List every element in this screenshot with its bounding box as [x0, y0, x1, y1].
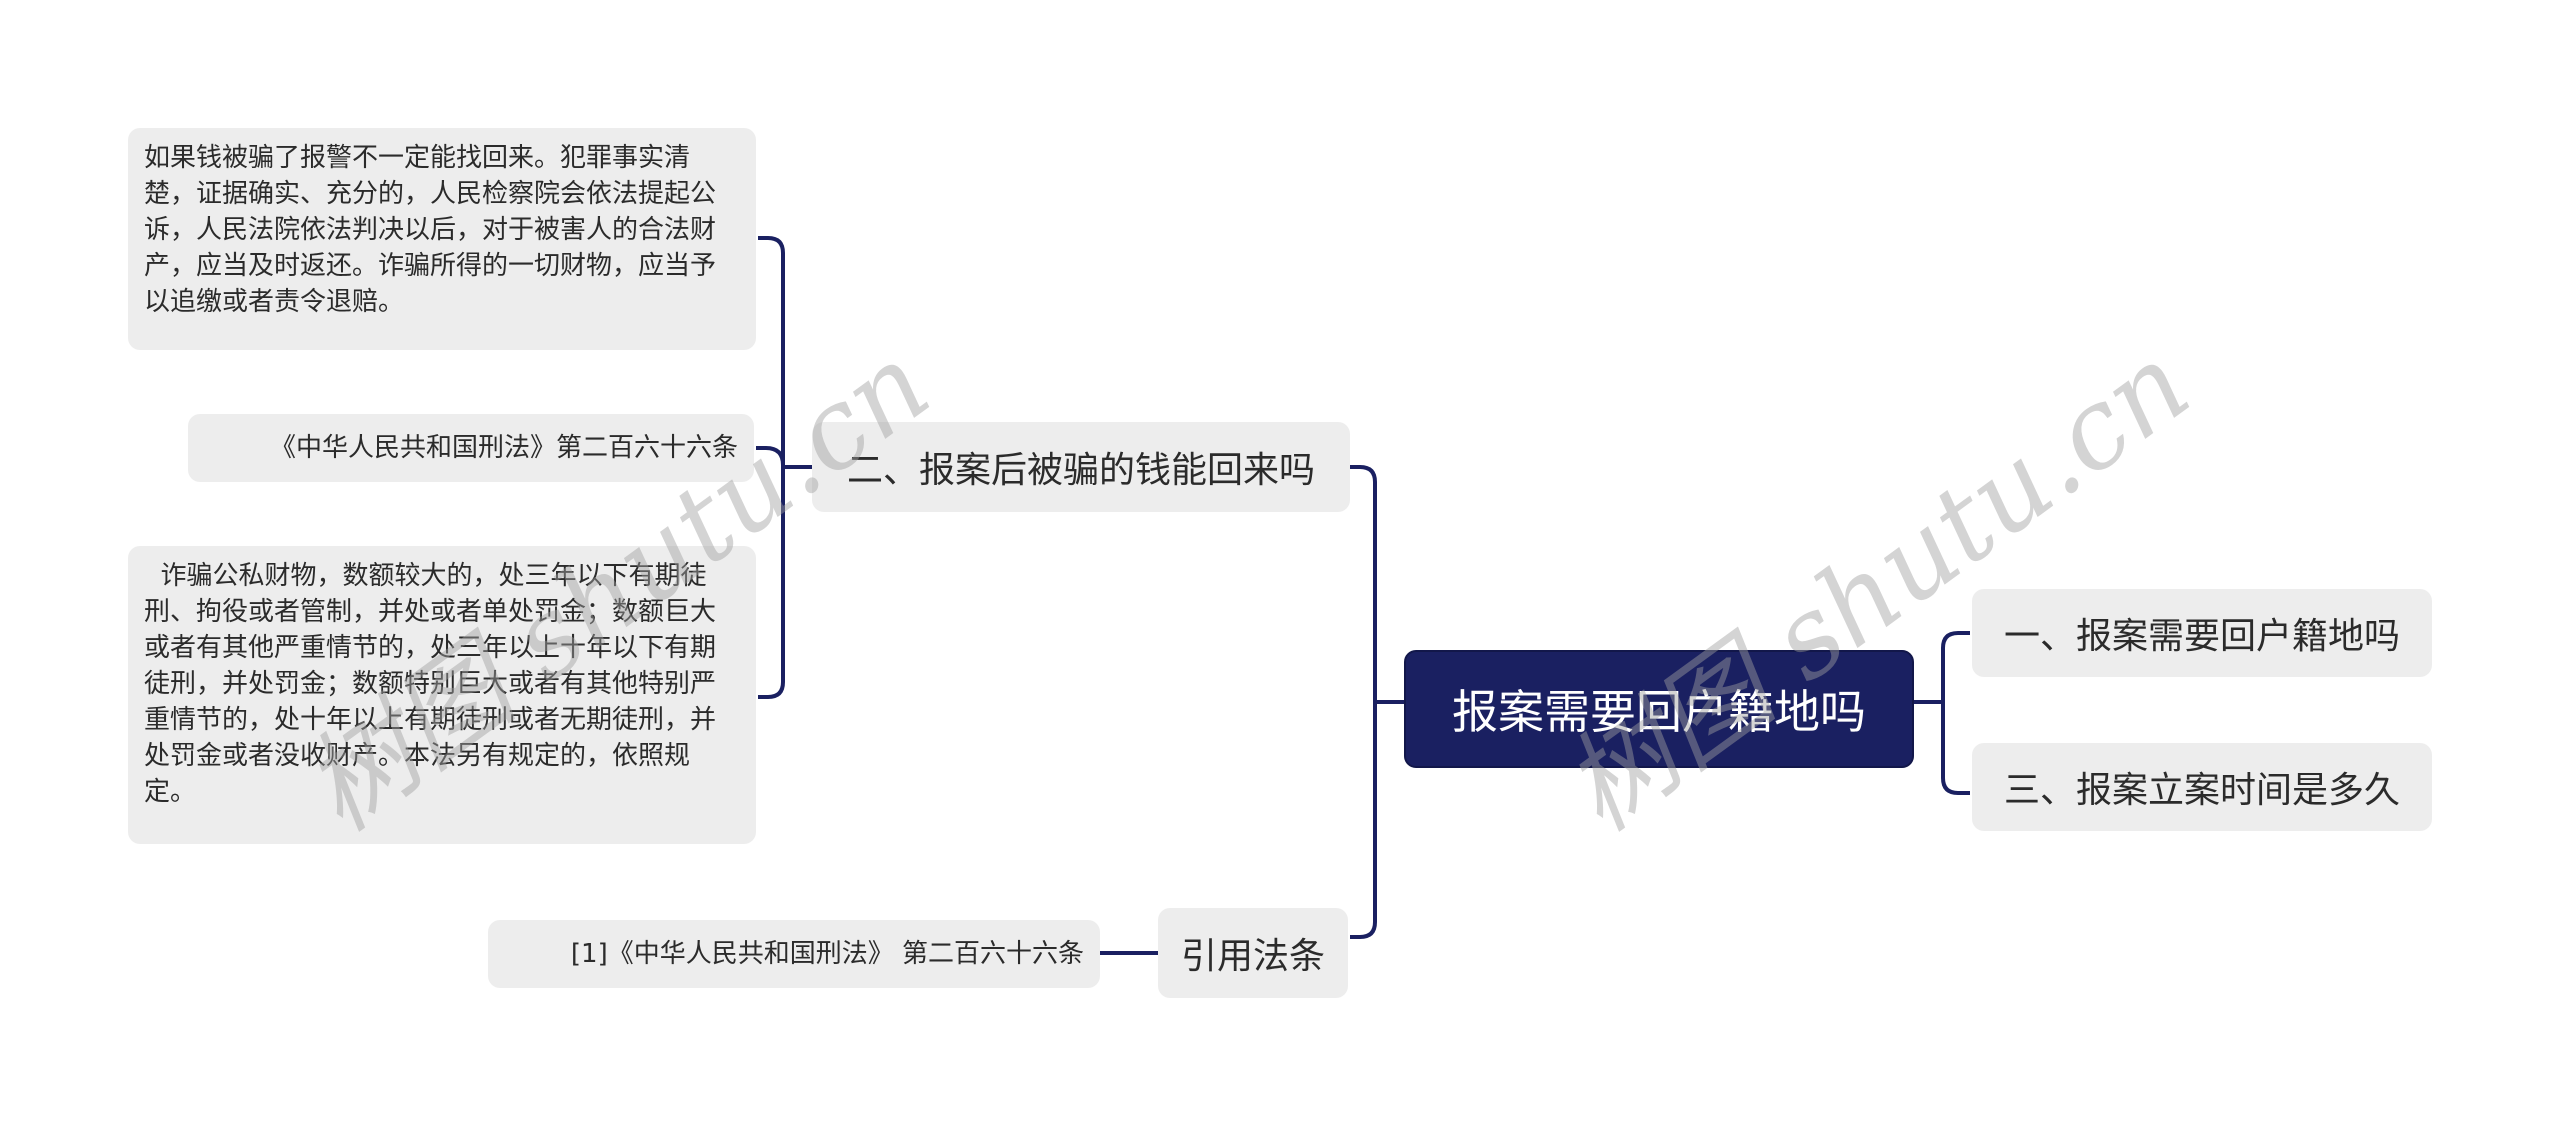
leaf-node-explanation[interactable]: 如果钱被骗了报警不一定能找回来。犯罪事实清楚，证据确实、充分的，人民检察院会依法…	[128, 128, 756, 350]
branch-label: 三、报案立案时间是多久	[2003, 770, 2400, 811]
branch-label: 一、报案需要回户籍地吗	[2003, 616, 2400, 657]
leaf-text: [1]《中华人民共和国刑法》 第二百六十六条	[570, 939, 1084, 969]
connector-left-bracket	[1350, 465, 1377, 939]
leaf-text: 如果钱被骗了报警不一定能找回来。犯罪事实清楚，证据确实、充分的，人民检察院会依法…	[144, 143, 717, 317]
branch-node-money-recovery[interactable]: 二、报案后被骗的钱能回来吗	[812, 422, 1350, 512]
connector-right-bracket	[1941, 631, 1970, 795]
branch-node-hometown[interactable]: 一、报案需要回户籍地吗	[1972, 589, 2432, 677]
root-node[interactable]: 报案需要回户籍地吗	[1404, 650, 1914, 768]
leaf-text: 《中华人民共和国刑法》第二百六十六条	[269, 433, 738, 463]
branch-node-filing-time[interactable]: 三、报案立案时间是多久	[1972, 743, 2432, 831]
branch-label: 引用法条	[1180, 936, 1325, 977]
root-label: 报案需要回户籍地吗	[1452, 685, 1866, 739]
leaf-node-law-text[interactable]: 诈骗公私财物，数额较大的，处三年以下有期徒刑、拘役或者管制，并处或者单处罚金；数…	[128, 546, 756, 844]
leaf-node-citation[interactable]: [1]《中华人民共和国刑法》 第二百六十六条	[488, 920, 1100, 988]
connector-branch2-mid	[756, 446, 785, 466]
branch-node-cited-law[interactable]: 引用法条	[1158, 908, 1348, 998]
connector-branch2-bracket	[758, 236, 785, 699]
branch-label: 二、报案后被骗的钱能回来吗	[846, 450, 1315, 491]
leaf-text: 诈骗公私财物，数额较大的，处三年以下有期徒刑、拘役或者管制，并处或者单处罚金；数…	[144, 561, 717, 807]
leaf-node-law-title[interactable]: 《中华人民共和国刑法》第二百六十六条	[188, 414, 754, 482]
